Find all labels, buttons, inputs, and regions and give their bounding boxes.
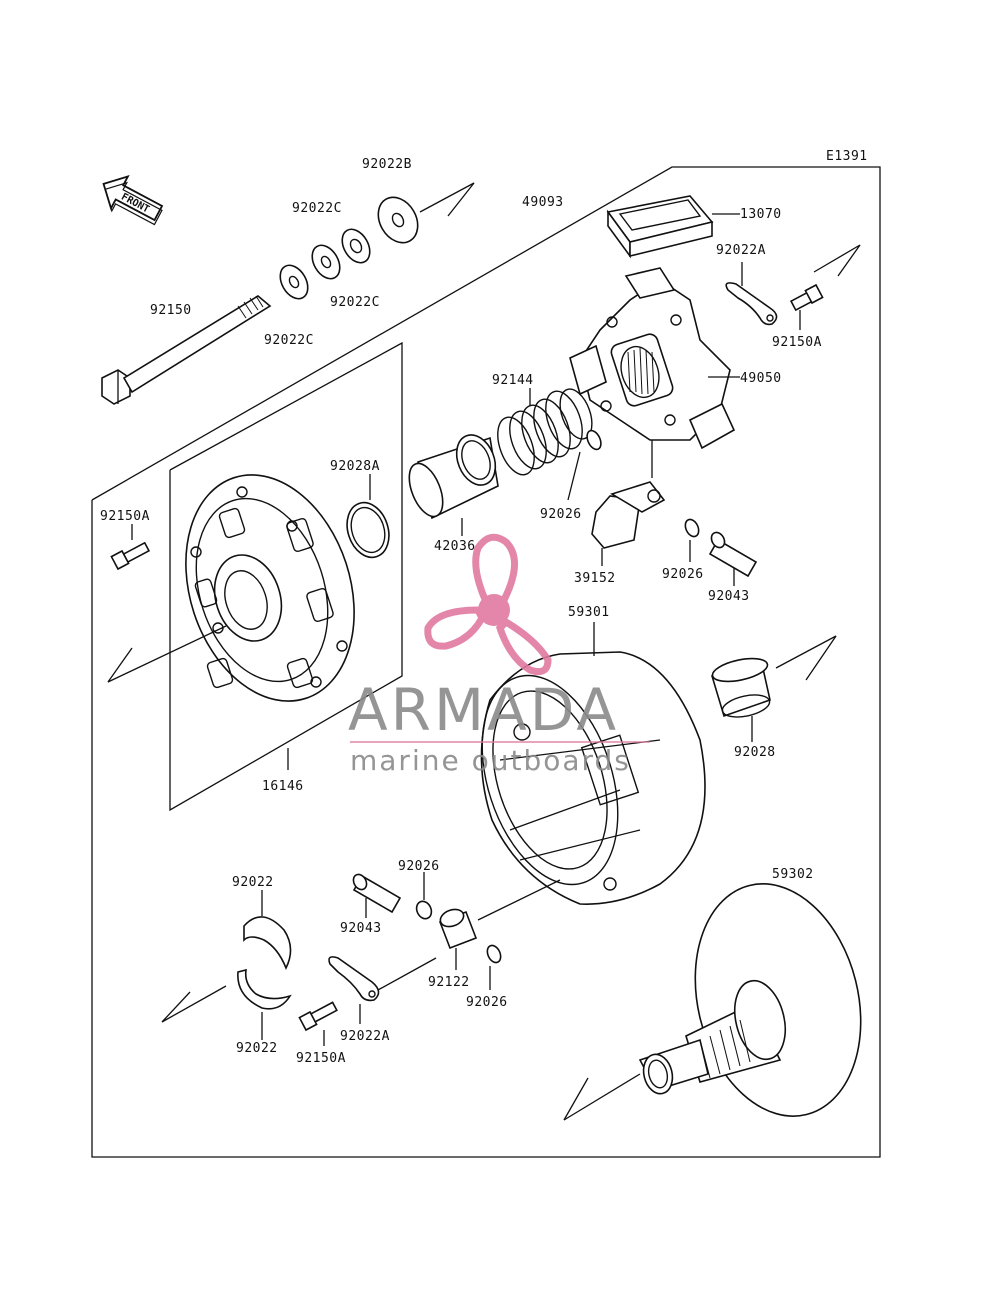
- spider-49050: [569, 267, 740, 478]
- label-92122: 92122: [428, 975, 470, 990]
- circlip-92026-b: [684, 518, 700, 562]
- label-92150: 92150: [150, 303, 192, 318]
- label-92028A: 92028A: [330, 459, 380, 474]
- circlip-92026-c: [415, 872, 433, 920]
- label-92150A-bottom: 92150A: [296, 1051, 346, 1066]
- label-92022C-left: 92022C: [264, 333, 314, 348]
- label-92022A-bottom: 92022A: [340, 1029, 390, 1044]
- label-92043-b: 92043: [340, 921, 382, 936]
- assembly-frame-49093: [91, 166, 881, 1158]
- label-13070: 13070: [740, 207, 782, 222]
- label-92022-b: 92022: [236, 1041, 278, 1056]
- label-92144: 92144: [492, 373, 534, 388]
- diagram-code: E1391: [826, 149, 868, 164]
- label-92026-b: 92026: [662, 567, 704, 582]
- clip-92022A-bottom: [328, 956, 437, 1024]
- bolt-92150: [101, 295, 272, 405]
- shoe-92022-b: [237, 968, 292, 1040]
- watermark-logo: ARMADA marine outboards: [348, 533, 650, 777]
- washer-92022C-1: [279, 264, 309, 300]
- label-59301: 59301: [568, 605, 610, 620]
- cam-arm-39152: [591, 481, 666, 566]
- pin-92043-a: [708, 531, 758, 586]
- roller-92122: [438, 879, 561, 970]
- label-92022C-right: 92022C: [330, 295, 380, 310]
- label-92022C-top: 92022C: [292, 201, 342, 216]
- washer-92022B: [377, 196, 419, 244]
- label-92022-a: 92022: [232, 875, 274, 890]
- label-59302: 59302: [772, 867, 814, 882]
- bolt-92150A-top: [789, 283, 824, 330]
- propeller-icon: [424, 533, 552, 676]
- cover-59301: [480, 622, 706, 905]
- label-92026-a: 92026: [540, 507, 582, 522]
- circlip-92026-a: [567, 429, 602, 501]
- label-39152: 39152: [574, 571, 616, 586]
- label-92028: 92028: [734, 745, 776, 760]
- label-92026-c: 92026: [398, 859, 440, 874]
- label-92150A-top: 92150A: [772, 335, 822, 350]
- moveable-sheave-16146: [107, 474, 355, 770]
- label-42036: 42036: [434, 539, 476, 554]
- watermark-tagline: marine outboards: [350, 744, 631, 777]
- label-49093: 49093: [522, 195, 564, 210]
- bushing-92028A: [346, 474, 390, 559]
- label-92043-a: 92043: [708, 589, 750, 604]
- label-92150A-left: 92150A: [100, 509, 150, 524]
- circlip-92026-d: [486, 944, 502, 990]
- bolt-92150A-left: [110, 524, 151, 571]
- assembly-frame-16146: [169, 341, 403, 812]
- shoe-92022-a: [243, 890, 292, 970]
- spring-92144: [497, 388, 593, 476]
- part-labels: 92022B 92022C 92022C 92022C 49093 13070 …: [100, 157, 822, 1066]
- watermark-brand: ARMADA: [348, 676, 619, 744]
- sleeve-42036: [408, 434, 499, 536]
- clip-92022A-top: [725, 262, 778, 326]
- label-16146: 16146: [262, 779, 304, 794]
- washer-92022C-3: [341, 228, 371, 264]
- bushing-92028: [710, 657, 771, 742]
- front-arrow-icon: FRONT: [102, 174, 164, 226]
- washer-92022C-2: [311, 244, 341, 280]
- label-92022A-top: 92022A: [716, 243, 766, 258]
- label-49050: 49050: [740, 371, 782, 386]
- label-92026-d: 92026: [466, 995, 508, 1010]
- label-92022B: 92022B: [362, 157, 412, 172]
- fixed-sheave-59302: [563, 883, 862, 1121]
- pin-92043-b: [352, 873, 402, 918]
- bolt-92150A-bottom: [298, 1001, 338, 1046]
- weight-13070: [606, 195, 740, 259]
